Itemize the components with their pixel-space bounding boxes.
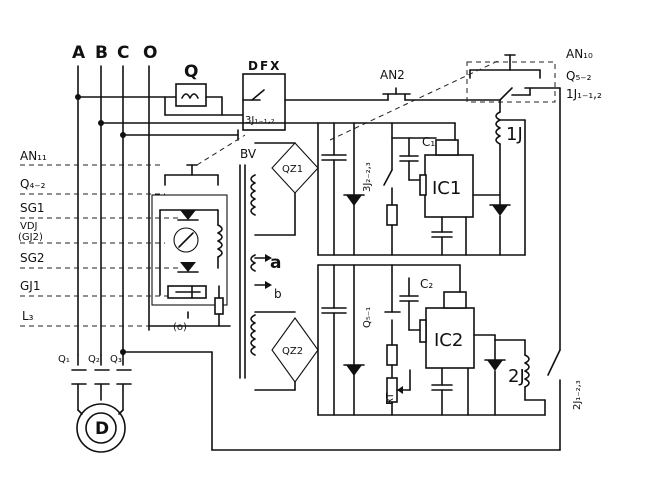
thyristor-section: (o)	[148, 134, 246, 333]
label-an11: AN₁₁	[20, 149, 47, 163]
rt-label: RT	[385, 392, 396, 405]
label-gj2: (GJ2)	[18, 232, 43, 243]
ic2-chip	[425, 307, 475, 369]
bus-label-c: C	[117, 43, 129, 63]
transformer-label: BV	[240, 147, 257, 161]
dfx-contact-label: 3J₁₋₁,₂	[245, 115, 275, 126]
contact-2j-label: 2J₁₋₂,₃	[572, 380, 583, 410]
coil-icon	[217, 224, 223, 258]
transformer-bv: BV a b	[239, 147, 282, 379]
an10-q-label: Q₅₋₂	[566, 69, 592, 83]
label-vdj: VDJ	[20, 221, 38, 232]
q51-label: Q₅₋₁	[362, 307, 373, 328]
an10-dashed-box	[466, 61, 556, 103]
ic1-chip	[424, 154, 474, 218]
label-gj1: GJ1	[20, 279, 40, 293]
relay-2j-label: 2J	[508, 366, 525, 387]
diode-2j-icon	[487, 360, 503, 371]
label-sg1: SG1	[20, 201, 45, 215]
an10-group: AN₁₀ Q₅₋₂ 1J₁₋₁,₂	[329, 47, 602, 351]
label-sg2: SG2	[20, 251, 45, 265]
resistor-lower	[386, 344, 398, 366]
an10-j-label: 1J₁₋₁,₂	[566, 87, 602, 101]
bus-label-a: A	[72, 43, 86, 63]
bus-lines	[77, 65, 150, 356]
upper-module: QZ1 3J₂₋₂,₃ C₁ IC1	[254, 99, 526, 256]
dfx-box	[242, 73, 286, 131]
an10-label: AN₁₀	[566, 47, 593, 61]
label-l3: L₃	[22, 309, 34, 323]
breaker-q-label: Q	[184, 62, 198, 82]
label-q42: Q₄₋₂	[20, 177, 46, 191]
thyristor-1-icon	[180, 210, 196, 220]
motor-inner	[85, 412, 117, 444]
cap-c1-label: C₁	[422, 135, 435, 149]
bus-label-b: B	[95, 43, 108, 63]
relay-1j-label: 1J	[506, 124, 523, 145]
left-labels: AN₁₁ Q₄₋₂ SG1 VDJ (GJ2) SG2 GJ1 L₃	[18, 149, 178, 327]
ic1-label: IC1	[432, 178, 461, 199]
thyristor-2-icon	[180, 262, 196, 272]
bus-labels: A B C O	[72, 43, 157, 63]
q3-label: Q₃	[110, 354, 122, 365]
resistor-upper	[386, 204, 398, 226]
q2-label: Q₂	[88, 354, 100, 365]
transformer-secondary-2	[250, 314, 256, 356]
relay-1j-coil	[495, 111, 501, 145]
relay-2j-coil	[524, 354, 530, 388]
bridge-qz1-label: QZ1	[282, 164, 303, 175]
tap-b-label: b	[274, 287, 282, 301]
transformer-secondary-1	[250, 174, 256, 216]
bridge-qz2-label: QZ2	[282, 346, 303, 357]
motor-label: D	[95, 419, 109, 439]
tap-a-label: a	[270, 253, 281, 273]
resistor-r	[214, 297, 224, 315]
zero-mark: (o)	[173, 322, 187, 333]
cap-c2-label: C₂	[420, 277, 433, 291]
dfx-label: DFX	[248, 59, 281, 73]
an2-label: AN2	[380, 68, 405, 82]
ic2-label: IC2	[434, 330, 463, 351]
bus-label-o: O	[143, 43, 157, 63]
lower-module: QZ2 Q₅₋₁ RT C₂	[254, 264, 583, 451]
contact-3j-label: 3J₂₋₂,₃	[362, 162, 373, 192]
top-wiring: Q DFX 3J₁₋₁,₂ AN2	[75, 59, 501, 141]
motor-section: Q₁ Q₂ Q₃ D	[58, 349, 561, 453]
meter-icon	[173, 227, 199, 253]
diode-1j-icon	[492, 205, 508, 216]
q1-label: Q₁	[58, 354, 70, 365]
motor-outer	[76, 403, 126, 453]
